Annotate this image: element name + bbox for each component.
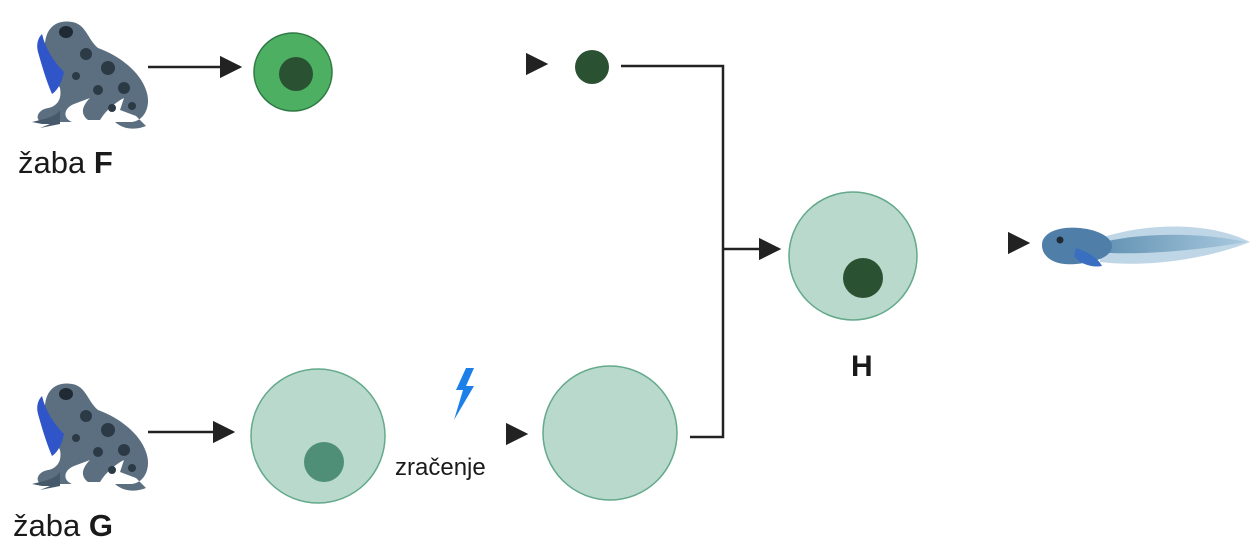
frog-g-label: žaba G	[13, 508, 113, 544]
lightning-icon	[454, 368, 474, 420]
frog-g-letter: G	[88, 508, 113, 543]
frog-f-prefix: žaba	[18, 145, 86, 180]
radiation-label: zračenje	[395, 454, 486, 481]
frog-g-icon	[32, 383, 149, 491]
connector-top	[621, 64, 725, 249]
frog-f-letter: F	[93, 145, 113, 180]
enucleated-egg	[542, 365, 678, 501]
frog-g-prefix: žaba	[13, 508, 81, 543]
body-cell-nucleus	[279, 57, 313, 91]
egg-cell	[250, 368, 386, 504]
cell-h	[788, 191, 918, 321]
frog-f-label: žaba F	[18, 145, 113, 181]
connector-bottom	[690, 249, 725, 439]
tadpole-icon	[1042, 226, 1250, 267]
frog-f-icon	[32, 21, 149, 129]
cell-h-label: H	[851, 350, 873, 383]
egg-nucleus	[304, 442, 344, 482]
cell-h-nucleus	[843, 258, 883, 298]
extracted-nucleus	[575, 50, 609, 84]
